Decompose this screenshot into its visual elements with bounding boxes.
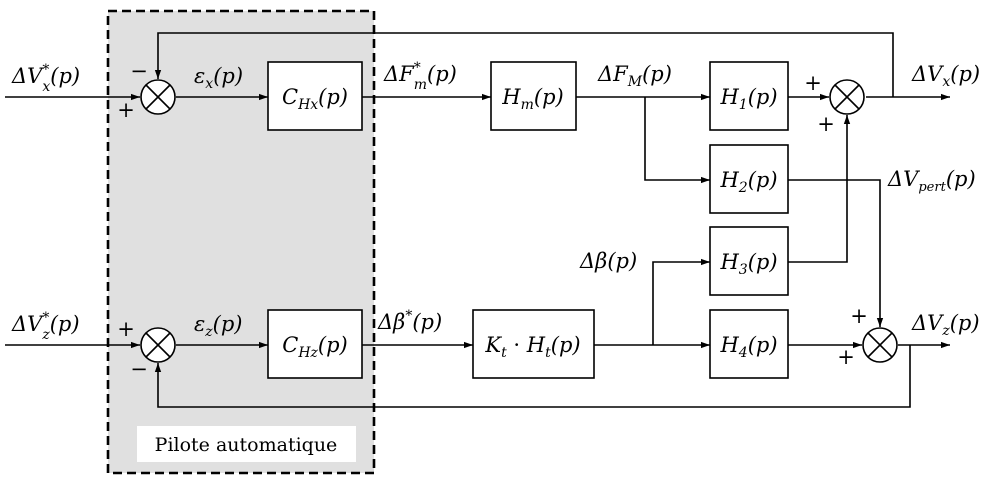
autopilot-label: Pilote automatique: [155, 434, 338, 456]
sign-sum-x-top: −: [130, 59, 148, 83]
svg-text:H1(p): H1(p): [719, 85, 777, 113]
label-dfm: ΔFM(p): [597, 62, 672, 90]
label-eps-z: εz(p): [194, 312, 243, 340]
block-h3: H3(p): [709, 226, 789, 296]
label-dfm-ref: ΔF*m(p): [383, 60, 457, 93]
sum-junction-vz: [862, 327, 898, 363]
label-vz-ref: ΔV*z(p): [11, 310, 80, 343]
svg-text:H3(p): H3(p): [719, 250, 777, 278]
block-chz: CHz(p): [267, 309, 363, 379]
sign-sum-z-bottom: −: [130, 357, 148, 381]
block-h2: H2(p): [709, 144, 789, 214]
sign-sum-vx-bottom: +: [817, 112, 835, 136]
sign-sum-vz-left: +: [837, 345, 855, 369]
line-feedback-x: [154, 32, 894, 97]
svg-text:H4(p): H4(p): [719, 333, 777, 361]
block-h1: H1(p): [709, 61, 789, 131]
sum-junction-z: [140, 327, 176, 363]
line-h2-to-sum4: [788, 179, 884, 327]
block-chx: CHx(p): [267, 61, 363, 131]
label-vx-out: ΔVx(p): [911, 62, 980, 90]
sum-junction-x: [140, 79, 176, 115]
svg-text:CHx(p): CHx(p): [282, 85, 348, 113]
svg-text:CHz(p): CHz(p): [282, 333, 348, 361]
autopilot-label-box: [137, 426, 356, 462]
block-h4: H4(p): [709, 309, 789, 379]
line-h3-to-sum3: [788, 115, 851, 263]
label-dbeta-ref: Δβ*(p): [377, 308, 442, 334]
label-vpert: ΔVpert(p): [887, 167, 976, 195]
svg-text:Hm(p): Hm(p): [501, 85, 563, 113]
svg-text:H2(p): H2(p): [719, 168, 777, 196]
sign-sum-vx-left: +: [804, 71, 822, 95]
sign-sum-z-top: +: [117, 317, 135, 341]
label-eps-x: εx(p): [194, 64, 243, 92]
svg-text:Kt · Ht(p): Kt · Ht(p): [484, 333, 580, 361]
line-dbeta-to-h3: [652, 258, 710, 345]
block-hm: Hm(p): [490, 61, 577, 131]
label-vz-out: ΔVz(p): [911, 311, 980, 339]
sign-sum-vz-top: +: [850, 304, 868, 328]
label-dbeta: Δβ(p): [579, 249, 637, 273]
sign-sum-x-bottom: +: [117, 98, 135, 122]
label-vx-ref: ΔV*x(p): [11, 62, 80, 95]
line-feedback-z: [154, 345, 911, 408]
line-dfm-to-h2: [644, 97, 710, 184]
sum-junction-vx: [829, 79, 865, 115]
block-kt-ht: Kt · Ht(p): [472, 309, 595, 379]
